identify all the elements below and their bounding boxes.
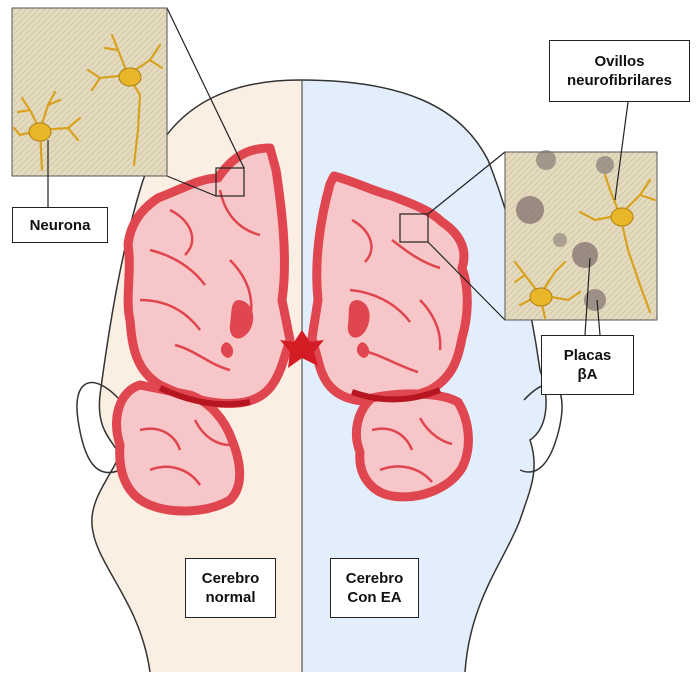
neurona-label: Neurona (12, 207, 108, 243)
ovillos-text-line2: neurofibrilares (567, 71, 672, 90)
placas-text-line2: βA (578, 365, 598, 384)
neurona-text: Neurona (30, 216, 91, 235)
normal-text-line2: normal (205, 588, 255, 607)
ovillos-label: Ovillos neurofibrilares (549, 40, 690, 102)
ovillos-text-line1: Ovillos (594, 52, 644, 71)
cerebro-normal-label: Cerebro normal (185, 558, 276, 618)
normal-text-line1: Cerebro (202, 569, 260, 588)
cerebro-ea-label: Cerebro Con EA (330, 558, 419, 618)
placas-label: Placas βA (541, 335, 634, 395)
placas-text-line1: Placas (564, 346, 612, 365)
ea-text-line2: Con EA (347, 588, 401, 607)
inset-alzheimer-pathology (505, 150, 657, 320)
inset-healthy-neurons (12, 8, 167, 176)
ea-text-line1: Cerebro (346, 569, 404, 588)
